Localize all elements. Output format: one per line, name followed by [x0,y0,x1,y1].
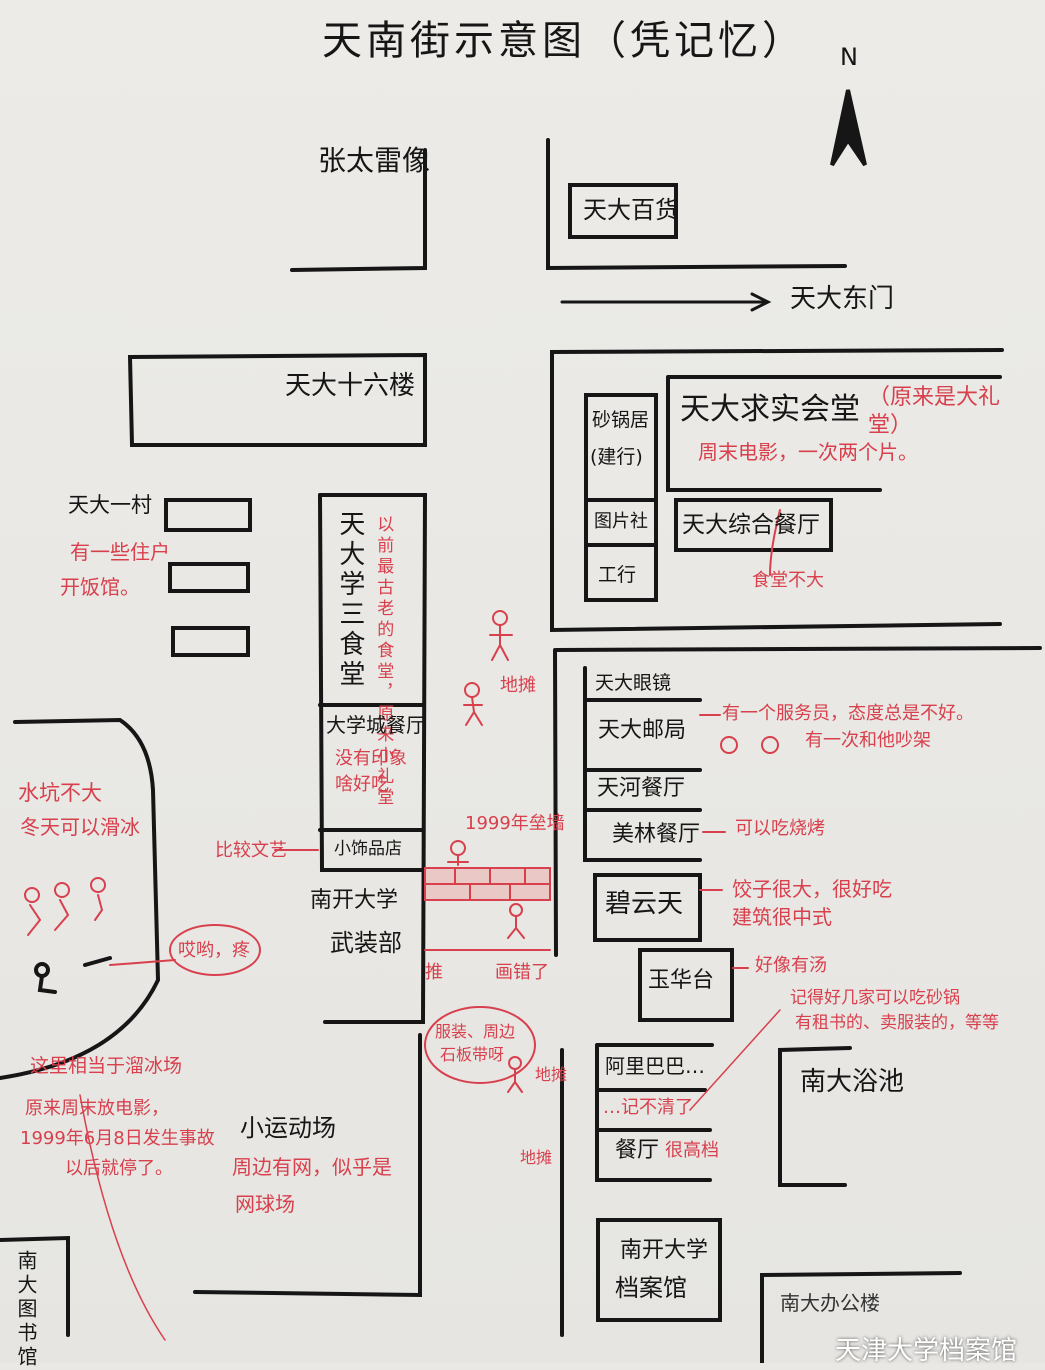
place-daxuecheng: 大学城餐厅 [326,713,426,737]
note-rink-4: 以后就停了。 [65,1158,173,1179]
note-canteen3: 以前最古老的食堂，原来小礼堂 [373,515,394,809]
note-daxuecheng-2: 啥好吃 [335,774,389,795]
place-archive-2: 档案馆 [615,1274,687,1302]
place-tianda-dongmen: 天大东门 [790,284,895,314]
note-alibaba-2: 有租书的、卖服装的，等等 [795,1013,999,1033]
place-biyuntian: 碧云天 [605,889,684,919]
place-yuhuatai: 玉华台 [648,968,715,993]
place-canting: 餐厅 [615,1138,660,1163]
note-qiushi-movie: 周末电影，一次两个片。 [698,440,918,464]
place-meilin: 美林餐厅 [612,822,701,847]
place-canteen3: 天大学三食堂 [334,510,365,690]
note-yicun-2: 开饭馆。 [60,575,140,599]
place-tianda-16: 天大十六楼 [285,371,416,401]
note-rink-2: 原来周末放电影， [25,1098,169,1119]
place-shaguoju: 砂锅居 [592,409,650,431]
note-rink-3: 1999年6月8日发生事故 [20,1128,215,1149]
place-youju: 天大邮局 [598,718,687,743]
place-wuzhuangbu-2: 武装部 [330,929,402,957]
place-office: 南大办公楼 [780,1291,880,1315]
note-biyun-2: 建筑很中式 [732,905,832,929]
note-zonghe: 食堂不大 [752,570,824,591]
place-jianhang: (建行) [590,446,643,468]
watermark: 天津大学档案馆 [835,1336,1018,1366]
north-label: N [840,43,858,71]
place-library: 南大图书馆 [14,1250,38,1370]
place-tupianshe: 图片社 [594,511,648,532]
map-title: 天南街示意图（凭记忆） [322,18,806,64]
note-ouch: 哎哟，疼 [178,940,250,961]
place-zhang-tailei: 张太雷像 [318,144,431,177]
place-tianhe: 天河餐厅 [597,776,686,801]
note-wrong: 画错了 [495,962,549,983]
note-court-1: 周边有网，似乎是 [232,1155,392,1179]
note-qiushi-orig: （原来是大礼堂） [868,385,1001,438]
note-clothes-1: 服装、周边 [435,1022,516,1041]
note-pond-1: 水坑不大 [18,781,102,805]
place-yuchi: 南大浴池 [800,1067,905,1097]
place-tianda-baihuo: 天大百货 [583,196,679,224]
place-qiushi-hall: 天大求实会堂 [680,392,860,427]
note-alibaba-1: 记得好几家可以吃砂锅 [790,988,960,1008]
place-shipin: 小饰品店 [334,839,402,859]
place-wuzhuangbu-1: 南开大学 [310,888,399,913]
note-meilin: 可以吃烧烤 [735,818,825,839]
note-pond-2: 冬天可以滑冰 [20,815,140,839]
note-stall-2: 地摊 [535,1065,568,1084]
note-yuhua: 好像有汤 [755,955,827,976]
note-forgot: …记不清了 [603,1097,693,1118]
note-tui: 推 [425,962,443,983]
place-zonghe-canting: 天大综合餐厅 [682,512,820,538]
note-youju-1: 有一个服务员，态度总是不好。 [722,703,974,724]
note-stall-1: 地摊 [500,675,536,696]
note-wenyi: 比较文艺 [215,840,287,861]
place-gonghang: 工行 [598,564,637,586]
note-court-2: 网球场 [235,1192,295,1216]
note-biyun-1: 饺子很大，很好吃 [732,877,892,901]
note-rink-1: 这里相当于溜冰场 [30,1055,183,1077]
note-daxuecheng-1: 没有印象 [335,748,407,769]
note-canting: 很高档 [665,1140,719,1161]
place-archive-1: 南开大学 [620,1238,709,1263]
note-clothes-2: 石板带呀 [440,1045,505,1064]
place-playground: 小运动场 [240,1114,336,1142]
place-yanjing: 天大眼镜 [595,672,672,694]
note-youju-2: 有一次和他吵架 [805,730,931,751]
note-yicun-1: 有一些住户 [70,540,170,564]
place-tianda-yicun: 天大一村 [68,493,152,517]
note-stall-3: 地摊 [520,1148,553,1167]
place-alibaba: 阿里巴巴… [605,1054,705,1078]
note-wall: 1999年垒墙 [465,813,565,834]
